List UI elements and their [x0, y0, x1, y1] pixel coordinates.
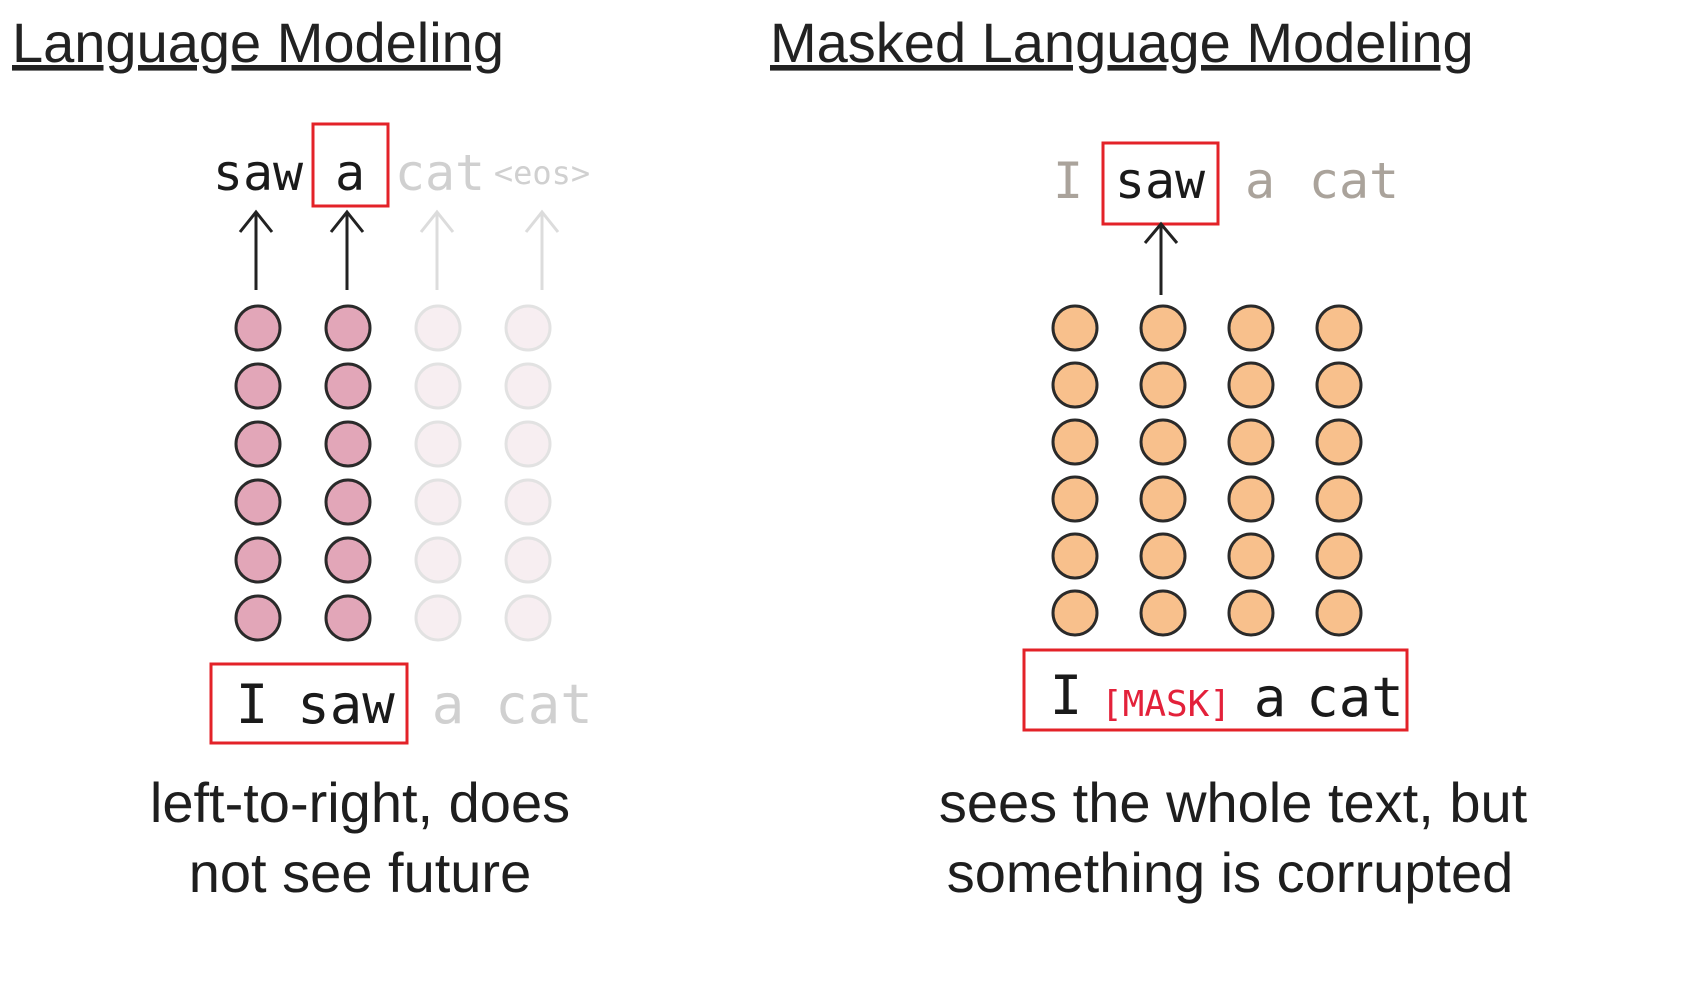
lm-top-token-a: a [335, 144, 365, 202]
lm-top-token-saw: saw [213, 144, 304, 202]
mlm-bottom-token-i: I [1050, 664, 1083, 727]
lm-node [324, 362, 372, 410]
lm-node-column-4-faded [504, 304, 552, 642]
lm-node [234, 594, 282, 642]
lm-node [324, 536, 372, 584]
lm-node [234, 304, 282, 352]
mlm-node [1051, 589, 1099, 637]
lm-node [234, 478, 282, 526]
mlm-top-token-a: a [1245, 152, 1275, 210]
lm-node-faded [504, 420, 552, 468]
lm-caption-line-1: left-to-right, does [150, 771, 570, 834]
lm-panel: Language Modeling saw a cat <eos> [12, 11, 593, 904]
lm-node [234, 536, 282, 584]
lm-node-faded [414, 536, 462, 584]
mlm-top-token-saw: saw [1115, 152, 1206, 210]
lm-caption-line-2: not see future [189, 841, 531, 904]
mlm-node-column-4 [1315, 304, 1363, 637]
lm-arrowhead-1 [238, 209, 274, 233]
lm-node-faded [504, 304, 552, 352]
lm-arrowhead-3 [419, 209, 455, 233]
mlm-node [1315, 532, 1363, 580]
lm-node-faded [414, 478, 462, 526]
lm-node [234, 362, 282, 410]
lm-bottom-token-a: a [432, 673, 465, 736]
lm-node-column-3-faded [414, 304, 462, 642]
mlm-top-token-cat: cat [1309, 152, 1399, 210]
mlm-title: Masked Language Modeling [770, 11, 1474, 74]
lm-context-box [209, 662, 409, 745]
lm-node-faded [504, 362, 552, 410]
mlm-node [1315, 304, 1363, 352]
mlm-node [1315, 361, 1363, 409]
lm-arrowhead-4 [524, 209, 560, 233]
lm-node-faded [414, 420, 462, 468]
mlm-node [1227, 589, 1275, 637]
lm-node-faded [414, 362, 462, 410]
mlm-input-box [1022, 648, 1409, 732]
mlm-node [1139, 304, 1187, 352]
mlm-caption-line-1: sees the whole text, but [939, 771, 1528, 834]
lm-top-token-eos: <eos> [494, 154, 590, 192]
lm-node [324, 304, 372, 352]
lm-bottom-token-cat: cat [495, 673, 593, 736]
lm-node-faded [504, 478, 552, 526]
mlm-node [1227, 304, 1275, 352]
mlm-node [1227, 532, 1275, 580]
lm-predicted-token-box [311, 122, 390, 208]
mlm-node [1227, 475, 1275, 523]
mlm-node [1315, 475, 1363, 523]
lm-node [324, 420, 372, 468]
mlm-node-column-1 [1051, 304, 1099, 637]
mlm-node [1139, 589, 1187, 637]
mlm-node [1051, 418, 1099, 466]
mlm-bottom-token-cat: cat [1306, 666, 1404, 729]
lm-node-faded [504, 594, 552, 642]
lm-node-faded [414, 304, 462, 352]
lm-node [324, 478, 372, 526]
lm-node-faded [504, 536, 552, 584]
mlm-bottom-token-a: a [1254, 666, 1287, 729]
lm-node [324, 594, 372, 642]
mlm-node-column-2 [1139, 304, 1187, 637]
mlm-node [1051, 304, 1099, 352]
mlm-node [1139, 532, 1187, 580]
mlm-node [1139, 475, 1187, 523]
lm-top-token-cat: cat [395, 144, 485, 202]
lm-arrowhead-2 [329, 209, 365, 233]
lm-title: Language Modeling [12, 11, 504, 74]
lm-node-column-1 [234, 304, 282, 642]
mlm-node-column-3 [1227, 304, 1275, 637]
mlm-bottom-token-mask: [MASK] [1101, 684, 1231, 725]
mlm-node [1227, 361, 1275, 409]
mlm-arrowhead [1143, 221, 1179, 244]
mlm-node [1051, 361, 1099, 409]
lm-node [234, 420, 282, 468]
lm-bottom-token-i: I [236, 673, 269, 736]
lm-node-column-2 [324, 304, 372, 642]
mlm-top-token-i: I [1053, 152, 1083, 210]
mlm-node [1227, 418, 1275, 466]
mlm-node [1315, 418, 1363, 466]
lm-node-faded [414, 594, 462, 642]
lm-bottom-token-saw: saw [297, 673, 395, 736]
mlm-node [1051, 532, 1099, 580]
mlm-node [1139, 361, 1187, 409]
mlm-node [1315, 589, 1363, 637]
mlm-node [1139, 418, 1187, 466]
mlm-panel: Masked Language Modeling I saw a cat [770, 11, 1528, 904]
mlm-node [1051, 475, 1099, 523]
mlm-caption-line-2: something is corrupted [947, 841, 1514, 904]
